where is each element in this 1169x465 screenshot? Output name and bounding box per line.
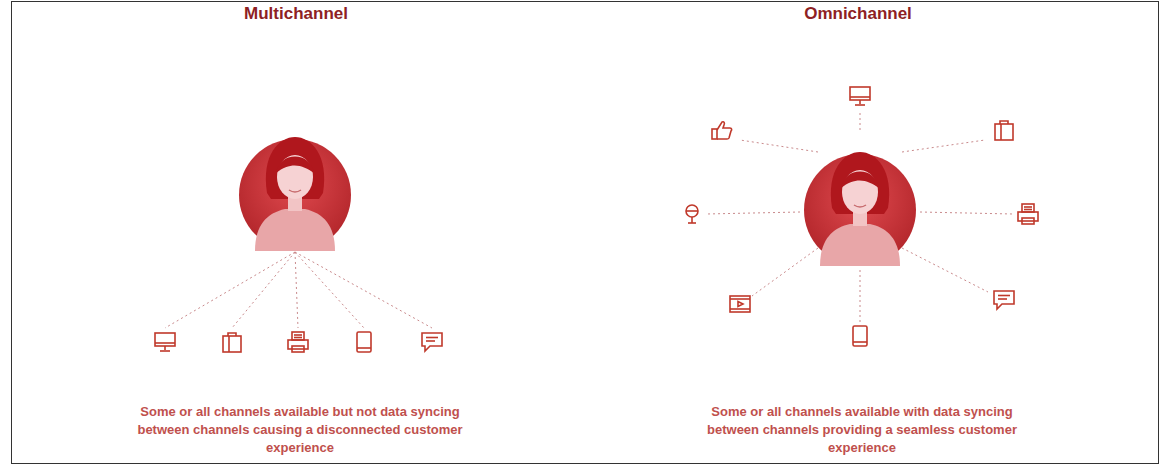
caption-text: Some or all channels available with data…	[692, 403, 1032, 457]
section-heading: Multichannel	[146, 4, 446, 24]
caption-text: Some or all channels available but not d…	[130, 403, 470, 457]
section-heading: Omnichannel	[708, 4, 1008, 24]
